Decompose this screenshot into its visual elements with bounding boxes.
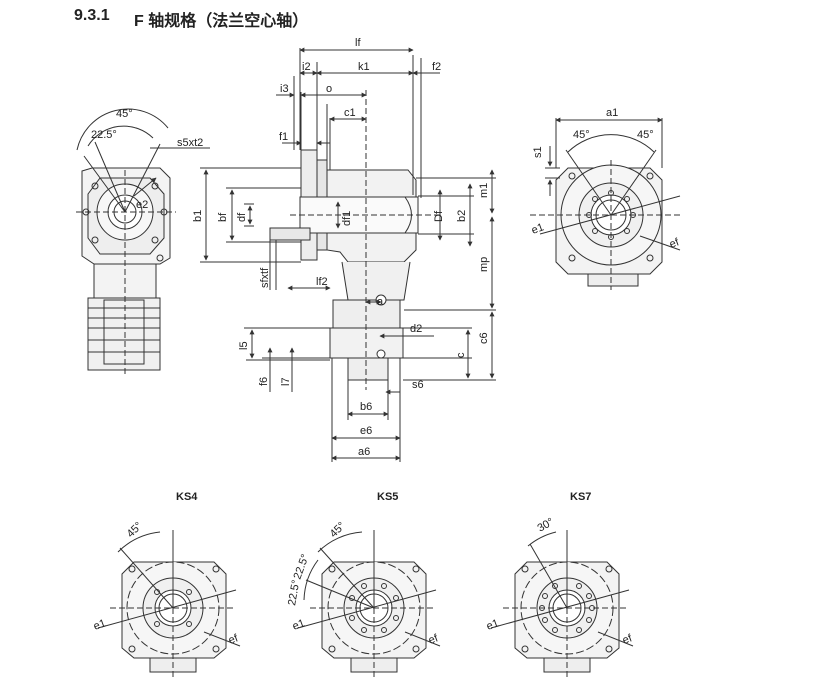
variant-ks7-angle: 30° (536, 516, 556, 535)
dim-m1: m1 (478, 183, 490, 198)
dim-b2: b2 (456, 210, 468, 222)
section-title: F 轴规格（法兰空心轴） (134, 13, 309, 30)
variant-ks5-ef: ef (427, 632, 441, 647)
dim-sfxtf: sfxtf (259, 267, 271, 288)
variant-ks5-angle-a: 45° (328, 520, 348, 540)
dim-Df: Df (433, 210, 445, 222)
front-view (530, 117, 681, 290)
dim-f1: f1 (279, 131, 288, 143)
dim-a6: a6 (358, 446, 370, 458)
dim-df1: df1 (341, 211, 353, 226)
dim-df: df (236, 212, 248, 222)
front-e1-label: e1 (530, 221, 546, 236)
side-e2-label: e2 (136, 199, 148, 211)
dim-i2: i2 (302, 61, 311, 73)
dim-k1: k1 (358, 61, 370, 73)
dim-b6: b6 (360, 401, 372, 413)
front-a1-label: a1 (606, 107, 618, 119)
front-ef-label: ef (668, 236, 682, 251)
dim-l7: l7 (280, 377, 292, 386)
dim-e6: e6 (360, 425, 372, 437)
side-thread-label: s5xt2 (177, 137, 203, 149)
variant-ks4-ef: ef (227, 632, 241, 647)
side-view (76, 108, 210, 375)
dim-bf: bf (217, 212, 229, 222)
front-angle-right: 45° (637, 129, 654, 141)
variant-ks5-caption: KS5 (377, 491, 398, 503)
dim-b1: b1 (192, 210, 204, 222)
variant-ks4-angle: 45° (125, 520, 145, 540)
dim-lf2: lf2 (316, 276, 328, 288)
dim-o: o (326, 83, 332, 95)
dim-a: a (377, 296, 384, 308)
dim-c1: c1 (344, 107, 356, 119)
dim-s6: s6 (412, 379, 424, 391)
variant-ks4-view (97, 530, 241, 680)
dim-c6: c6 (478, 332, 490, 344)
variant-ks5-view (297, 530, 441, 680)
dim-lf: lf (355, 37, 361, 49)
side-angle-inner: 22.5° (91, 129, 117, 141)
variant-ks7-ef: ef (621, 632, 635, 647)
dim-l5: l5 (238, 341, 250, 350)
dim-mp: mp (478, 257, 490, 272)
dim-d2: d2 (410, 323, 422, 335)
variant-ks5-e1: e1 (291, 617, 307, 632)
variant-ks5-angle-c: 22.5° (286, 579, 302, 607)
side-angle-outer: 45° (116, 108, 133, 120)
variant-ks4-e1: e1 (92, 617, 108, 632)
variant-ks7-view (490, 530, 634, 680)
front-s1-label: s1 (532, 146, 544, 158)
dim-c: c (455, 352, 467, 358)
dim-f6: f6 (258, 377, 270, 386)
section-view (200, 47, 496, 462)
variant-ks7-caption: KS7 (570, 491, 591, 503)
variant-ks4-caption: KS4 (176, 491, 198, 503)
front-angle-left: 45° (573, 129, 590, 141)
variant-ks7-e1: e1 (485, 617, 501, 632)
section-number: 9.3.1 (74, 7, 110, 24)
dim-i3: i3 (280, 83, 289, 95)
dim-f2: f2 (432, 61, 441, 73)
